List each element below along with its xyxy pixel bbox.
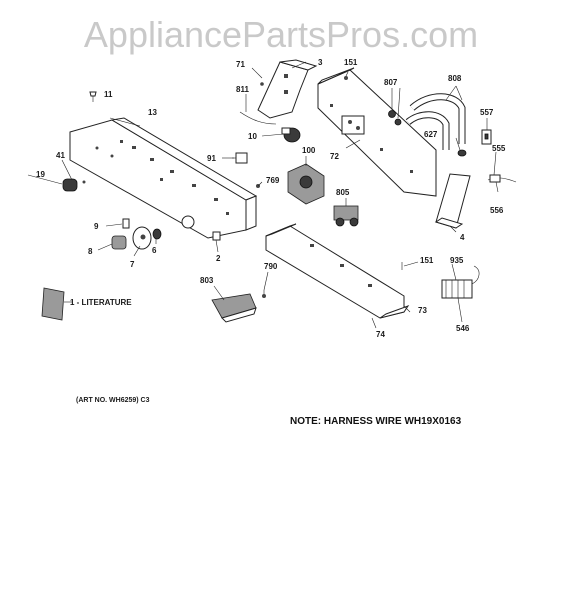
dispenser-803[interactable] xyxy=(211,293,257,323)
callout-808: 808 xyxy=(448,74,462,83)
literature-label: 1 - LITERATURE xyxy=(70,298,132,307)
callout-2: 2 xyxy=(216,254,221,263)
connector-556[interactable] xyxy=(487,174,517,183)
callout-71: 71 xyxy=(236,60,245,69)
callout-151-bottom: 151 xyxy=(420,256,434,265)
callout-19: 19 xyxy=(36,170,45,179)
leader-lines xyxy=(27,61,499,329)
button-9[interactable] xyxy=(122,218,130,229)
switch-91[interactable] xyxy=(232,152,248,164)
nut-807[interactable] xyxy=(388,110,402,126)
fitting-627[interactable] xyxy=(457,149,467,157)
callout-790: 790 xyxy=(264,262,278,271)
knob-8[interactable] xyxy=(111,235,127,250)
callout-6: 6 xyxy=(152,246,157,255)
callout-9: 9 xyxy=(94,222,99,231)
control-panel-13[interactable] xyxy=(69,117,258,239)
hose-808[interactable] xyxy=(405,93,466,150)
harness-note: NOTE: HARNESS WIRE WH19X0163 xyxy=(290,416,462,427)
callout-151-top: 151 xyxy=(344,58,358,67)
callout-811: 811 xyxy=(236,85,249,94)
callout-546: 546 xyxy=(456,324,470,333)
callout-935: 935 xyxy=(450,256,464,265)
callout-7: 7 xyxy=(130,260,135,269)
callout-557: 557 xyxy=(480,108,494,117)
callout-556: 556 xyxy=(490,206,504,215)
callout-555: 555 xyxy=(492,144,506,153)
art-number: (ART NO. WH6259) C3 xyxy=(76,397,150,404)
watermark: AppliancePartsPros.com xyxy=(83,14,479,55)
side-bracket-4[interactable] xyxy=(434,173,471,229)
callout-91: 91 xyxy=(207,154,216,163)
bracket-2[interactable] xyxy=(212,231,221,241)
callout-72: 72 xyxy=(330,152,339,161)
wire-811[interactable] xyxy=(239,111,277,125)
timer-100[interactable] xyxy=(287,163,325,205)
callout-73: 73 xyxy=(418,306,427,315)
pressure-switch-10[interactable] xyxy=(281,127,301,143)
callout-805: 805 xyxy=(336,188,350,197)
knob-6[interactable] xyxy=(152,228,162,240)
dial-7[interactable] xyxy=(132,226,152,250)
knob-19[interactable] xyxy=(62,178,86,192)
callout-10: 10 xyxy=(248,132,257,141)
callout-3: 3 xyxy=(318,58,323,67)
screw-790[interactable] xyxy=(262,290,266,298)
callout-807: 807 xyxy=(384,78,398,87)
callout-627: 627 xyxy=(424,130,438,139)
screw-151-top[interactable] xyxy=(344,76,348,80)
callout-74: 74 xyxy=(376,330,385,339)
valve-805[interactable] xyxy=(333,205,359,227)
part-557[interactable] xyxy=(481,129,492,145)
bracket-3[interactable] xyxy=(257,59,318,119)
base-channel-73[interactable] xyxy=(265,223,410,319)
harness-546[interactable] xyxy=(441,265,480,299)
callout-803: 803 xyxy=(200,276,214,285)
callout-769: 769 xyxy=(266,176,280,185)
callout-4: 4 xyxy=(460,233,465,242)
callout-8: 8 xyxy=(88,247,93,256)
callout-41: 41 xyxy=(56,151,65,160)
callout-11: 11 xyxy=(104,90,113,99)
callout-100: 100 xyxy=(302,146,316,155)
literature-1[interactable] xyxy=(41,287,65,321)
backsplash-72[interactable] xyxy=(317,67,437,197)
callout-13: 13 xyxy=(148,108,157,117)
screw-11[interactable] xyxy=(89,91,97,102)
